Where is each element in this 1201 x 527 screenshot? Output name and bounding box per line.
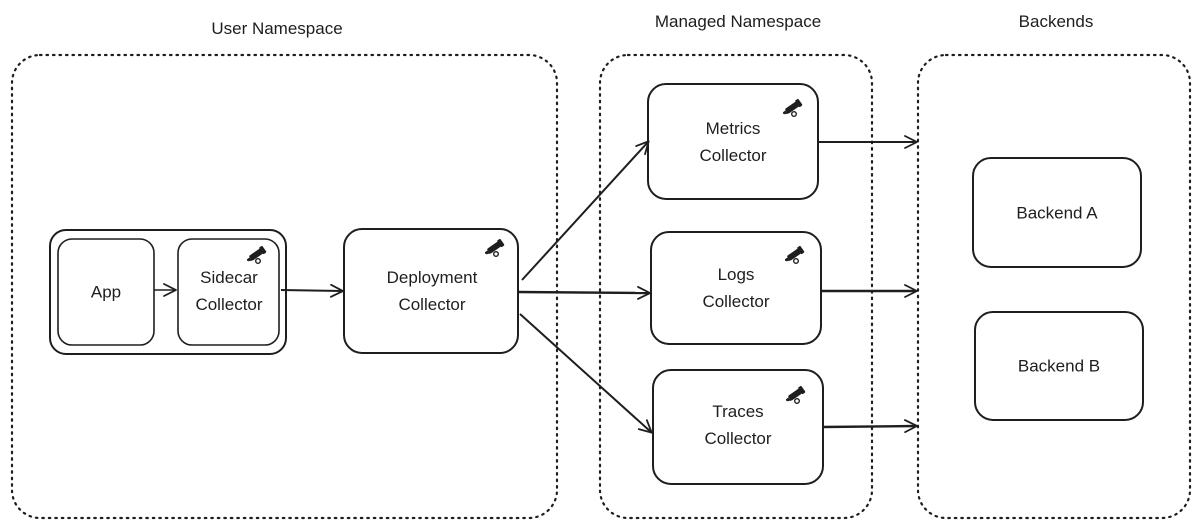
user-namespace-title: User Namespace xyxy=(211,19,343,38)
arrow-deployment-to-logs xyxy=(517,286,651,300)
deployment-collector-node xyxy=(343,228,519,354)
logs-label-line1: Logs xyxy=(717,265,755,284)
metrics-label-line2: Collector xyxy=(699,146,767,165)
user-namespace-container xyxy=(10,53,559,520)
backend-b-node xyxy=(974,311,1144,421)
backend-a-node xyxy=(972,157,1142,268)
logs-label-line2: Collector xyxy=(702,292,770,311)
deployment-label-line2: Collector xyxy=(398,295,466,314)
logs-collector-node xyxy=(650,231,822,345)
arrow-deployment-to-traces xyxy=(519,313,653,434)
traces-telescope-icon xyxy=(783,381,809,407)
managed-namespace-container xyxy=(598,53,874,520)
sidecar-label-line2: Collector xyxy=(195,295,263,314)
metrics-collector-label: Metrics Collector xyxy=(699,115,766,169)
deployment-collector-label: Deployment Collector xyxy=(387,264,478,318)
traces-label-line1: Traces xyxy=(712,402,764,421)
deployment-label-line1: Deployment xyxy=(386,268,478,287)
backends-title: Backends xyxy=(1018,12,1094,31)
backends-container xyxy=(916,53,1192,520)
pod-box xyxy=(49,229,287,355)
sidecar-collector-label: Sidecar Collector xyxy=(195,264,262,318)
metrics-label-line1: Metrics xyxy=(705,119,761,138)
backend-a-label: Backend A xyxy=(1016,203,1098,223)
sidecar-label-line1: Sidecar xyxy=(200,268,258,287)
metrics-telescope-icon xyxy=(780,94,806,120)
arrow-sidecar-to-deployment xyxy=(280,283,344,298)
traces-label-line2: Collector xyxy=(704,429,772,448)
arrow-deployment-to-metrics xyxy=(521,140,650,281)
managed-namespace-title: Managed Namespace xyxy=(654,12,822,31)
arrow-traces-to-backends xyxy=(822,419,918,434)
sidecar-collector-node xyxy=(177,238,280,346)
sidecar-telescope-icon xyxy=(244,241,270,267)
backend-b-label: Backend B xyxy=(1017,356,1101,376)
logs-telescope-icon xyxy=(782,241,808,267)
app-node xyxy=(57,238,155,346)
logs-collector-label: Logs Collector xyxy=(702,261,769,315)
deployment-telescope-icon xyxy=(482,234,508,260)
traces-collector-label: Traces Collector xyxy=(704,398,771,452)
app-label: App xyxy=(90,282,122,302)
